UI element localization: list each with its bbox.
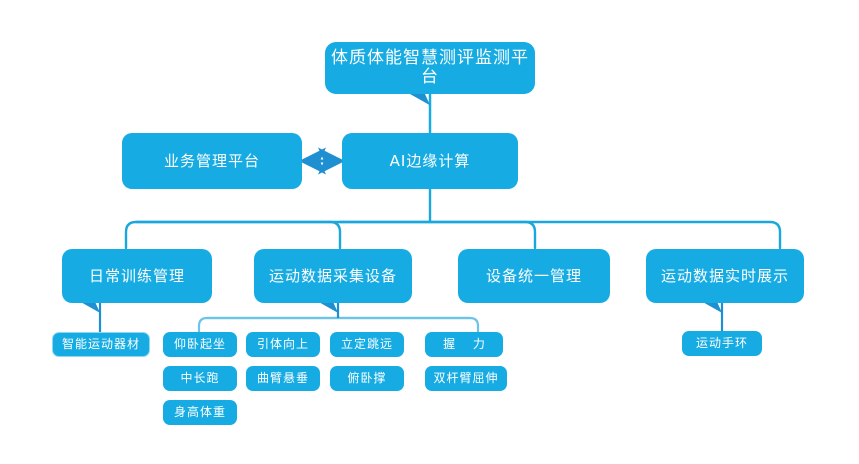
leaf-push-ups[interactable]: 俯卧撑 bbox=[330, 366, 404, 391]
node-business-management-platform[interactable]: 业务管理平台 bbox=[122, 133, 302, 189]
leaf-pull-ups[interactable]: 引体向上 bbox=[246, 332, 320, 357]
node-sports-data-collection-device[interactable]: 运动数据采集设备 bbox=[254, 249, 412, 303]
node-daily-training-management[interactable]: 日常训练管理 bbox=[62, 249, 212, 303]
node-unified-device-management[interactable]: 设备统一管理 bbox=[458, 249, 610, 303]
leaf-smart-sports-equipment[interactable]: 智能运动器材 bbox=[52, 332, 150, 357]
leaf-standing-long-jump[interactable]: 立定跳远 bbox=[330, 332, 404, 357]
leaf-sports-wristband[interactable]: 运动手环 bbox=[682, 331, 762, 356]
leaf-height-and-weight[interactable]: 身高体重 bbox=[163, 400, 237, 425]
connector-ai-to-level3-bus bbox=[124, 187, 782, 250]
node-realtime-sports-data-display[interactable]: 运动数据实时展示 bbox=[646, 249, 804, 303]
node-platform-title[interactable]: 体质体能智慧测评监测平台 bbox=[325, 42, 535, 94]
leaf-middle-long-distance-run[interactable]: 中长跑 bbox=[163, 366, 237, 391]
leaf-grip-strength[interactable]: 握 力 bbox=[425, 332, 503, 357]
leaf-bent-arm-hang[interactable]: 曲臂悬垂 bbox=[246, 366, 320, 391]
leaf-parallel-bar-dips[interactable]: 双杆臂屈伸 bbox=[425, 366, 507, 391]
node-ai-edge-computing[interactable]: AI边缘计算 bbox=[342, 133, 518, 189]
leaf-sit-ups[interactable]: 仰卧起坐 bbox=[163, 332, 237, 357]
